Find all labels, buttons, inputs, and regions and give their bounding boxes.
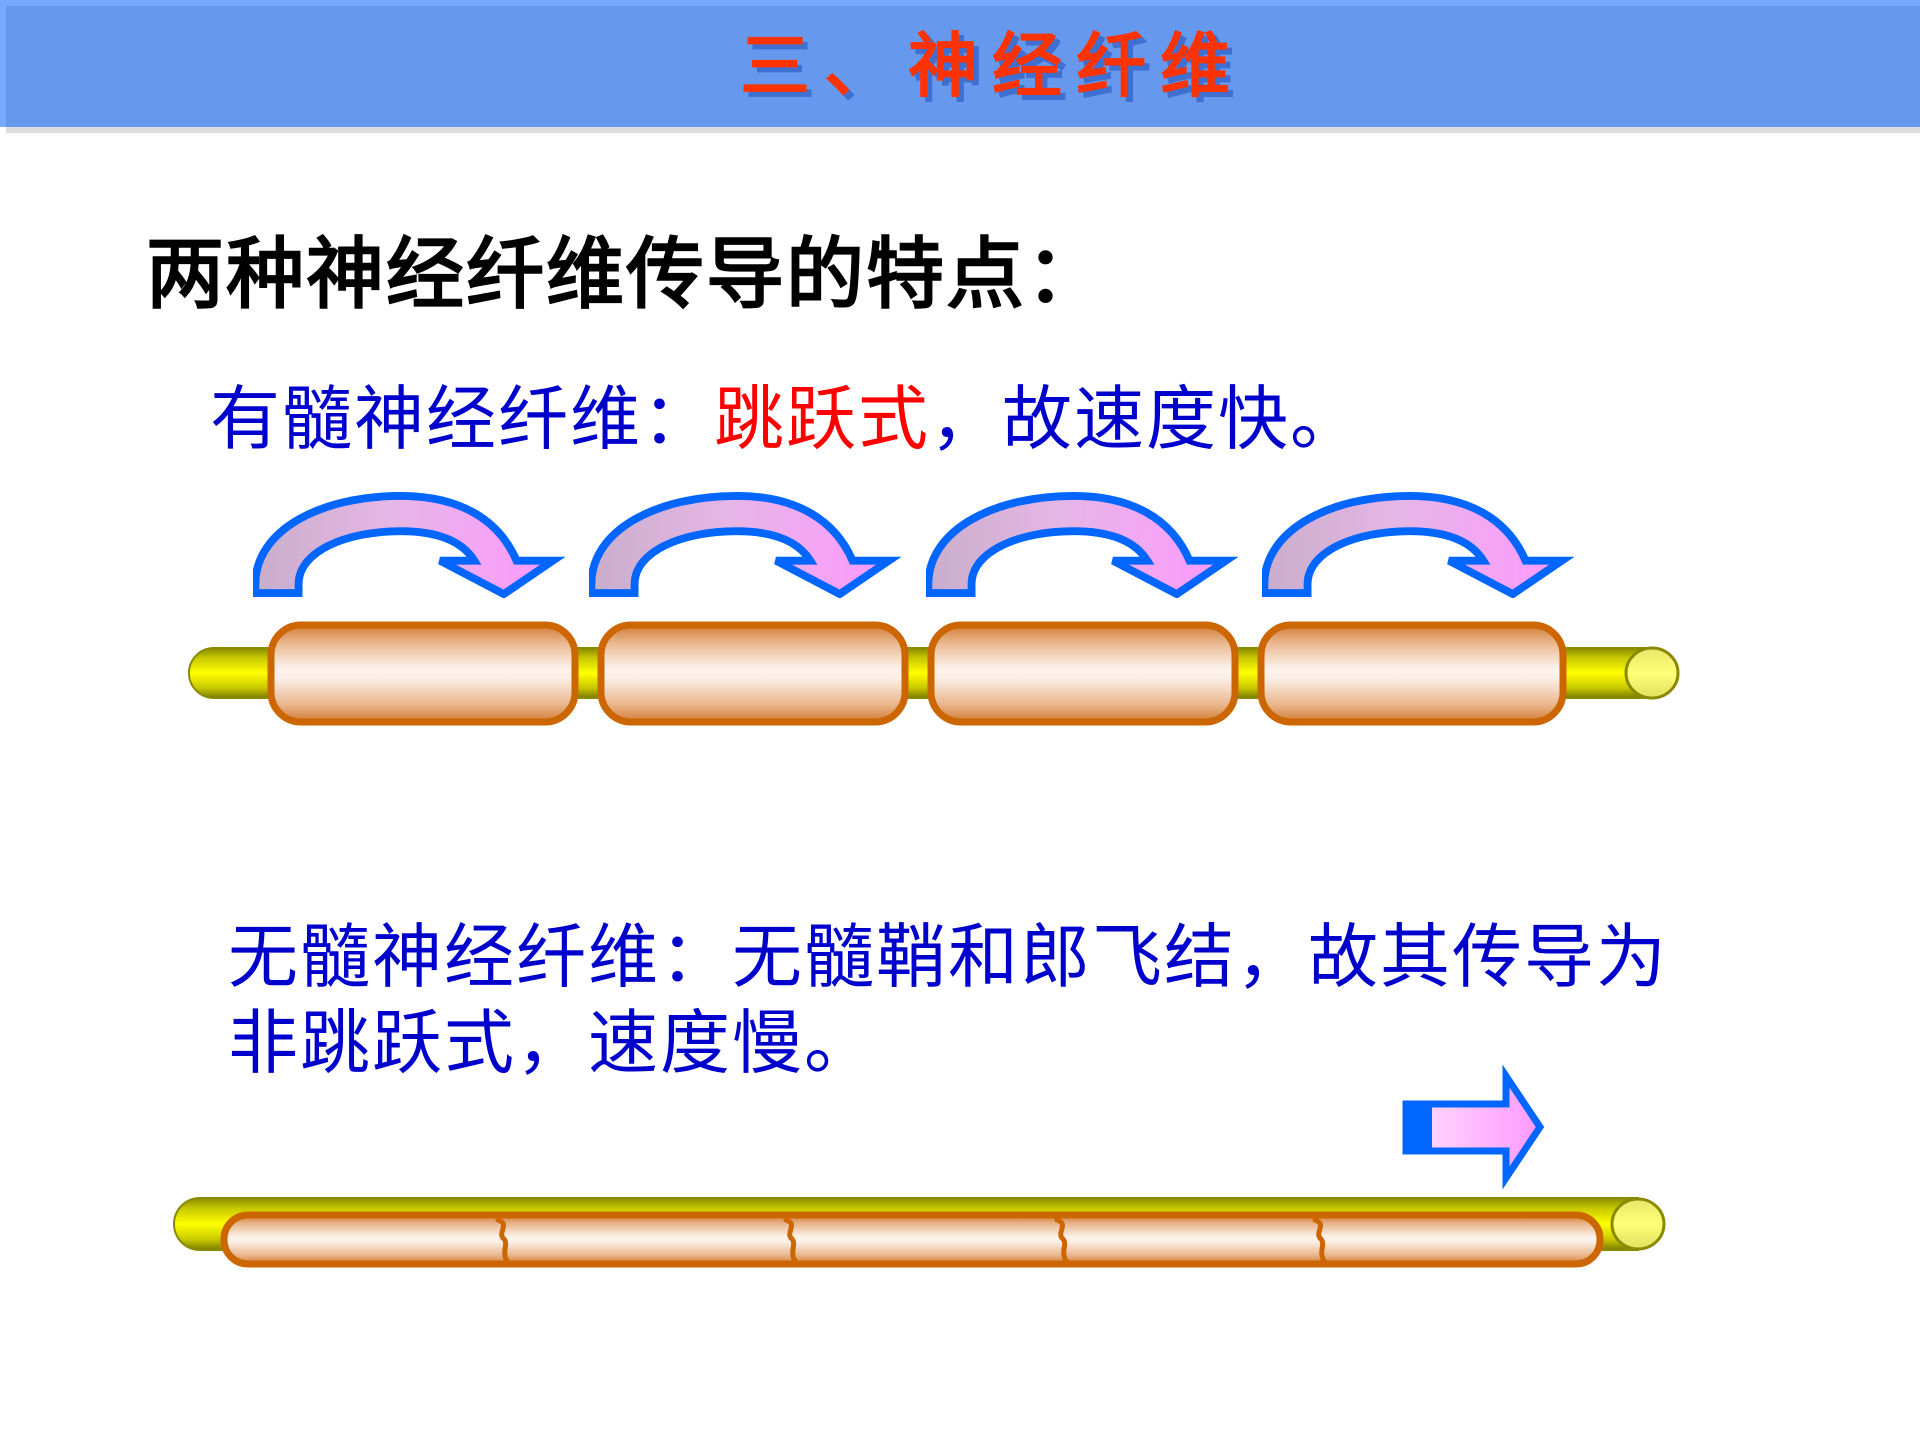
slide-title: 三、神经纤维 — [740, 25, 1244, 107]
myelin-sheath — [267, 621, 579, 726]
saltatory-arrows — [255, 496, 1561, 594]
myelinated-fiber — [188, 621, 1680, 726]
myelinated-description: 有髓神经纤维：跳跃式，故速度快。 — [210, 376, 1362, 462]
axon-end-cap — [1610, 1197, 1666, 1251]
unmyelinated-line-1: 无髓神经纤维：无髓鞘和郎飞结，故其传导为 — [228, 916, 1668, 998]
unmyelinated-description: 无髓神经纤维：无髓鞘和郎飞结，故其传导为 非跳跃式，速度慢。 — [228, 914, 1668, 1086]
myelinated-label: 有髓神经纤维： — [210, 378, 714, 460]
title-bar-shadow — [6, 127, 1920, 133]
straight-arrow-right-icon — [1402, 1064, 1545, 1190]
section-heading: 两种神经纤维传导的特点： — [146, 230, 1107, 320]
schwann-cell-sheath — [220, 1211, 1604, 1268]
axon-end-cap — [1624, 646, 1680, 700]
myelin-sheath — [1257, 621, 1567, 726]
myelin-sheath — [597, 621, 909, 726]
curved-jump-arrow-icon — [255, 496, 552, 594]
myelin-sheath — [927, 621, 1239, 726]
myelinated-conclusion: ，故速度快。 — [930, 378, 1362, 460]
cell-boundary-squiggles — [495, 1217, 1328, 1265]
unmyelinated-line-2: 非跳跃式，速度慢。 — [228, 1002, 876, 1084]
curved-jump-arrow-icon — [928, 496, 1225, 594]
title-bar: 三、神经纤维 — [0, 0, 1920, 133]
curved-jump-arrow-icon — [1264, 496, 1561, 594]
saltatory-highlight: 跳跃式 — [714, 378, 930, 460]
title-bar-fill — [6, 6, 1920, 127]
unmyelinated-fiber — [173, 1197, 1666, 1268]
curved-jump-arrow-icon — [591, 496, 888, 594]
